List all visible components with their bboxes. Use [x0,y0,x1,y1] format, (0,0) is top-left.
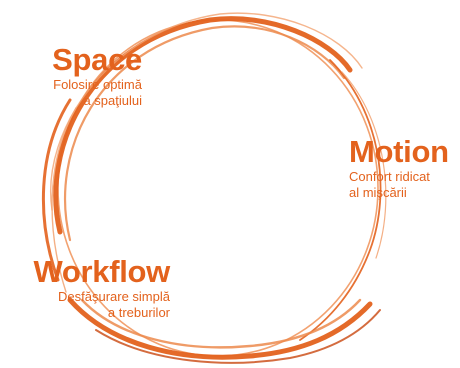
ring-stroke-top-outer [50,12,363,211]
ring-stroke-right [299,59,382,341]
workflow-title: Workflow [33,254,170,289]
motion-description-line-2: al mişcării [349,185,407,200]
ring-stroke-top [53,16,353,235]
space-label-group: Space Folosire optimă a spaţiului [0,44,142,109]
space-title: Space [52,42,142,77]
ring-stroke-bottom [67,297,373,360]
workflow-description-line-2: a treburilor [107,305,170,320]
ring-stroke-bottom-inner [80,298,362,349]
ring-stroke-bottom-outer [95,309,381,364]
motion-title: Motion [349,134,449,169]
ring-stroke-right-thin [341,71,387,259]
ring-stroke-top-inner [64,25,346,242]
motion-description-line-1: Confort ridicat [349,169,430,184]
space-description-line-2: a spaţiului [83,93,142,108]
motion-label-group: Motion Confort ridicat al mişcării [349,136,460,201]
workflow-description-line-1: Desfăşurare simplă [58,289,170,304]
ring-stroke-left-thin [51,107,77,293]
space-description-line-1: Folosire optimă [53,77,142,92]
ring-stroke-left [41,98,72,282]
workflow-label-group: Workflow Desfăşurare simplă a treburilor [0,256,170,321]
